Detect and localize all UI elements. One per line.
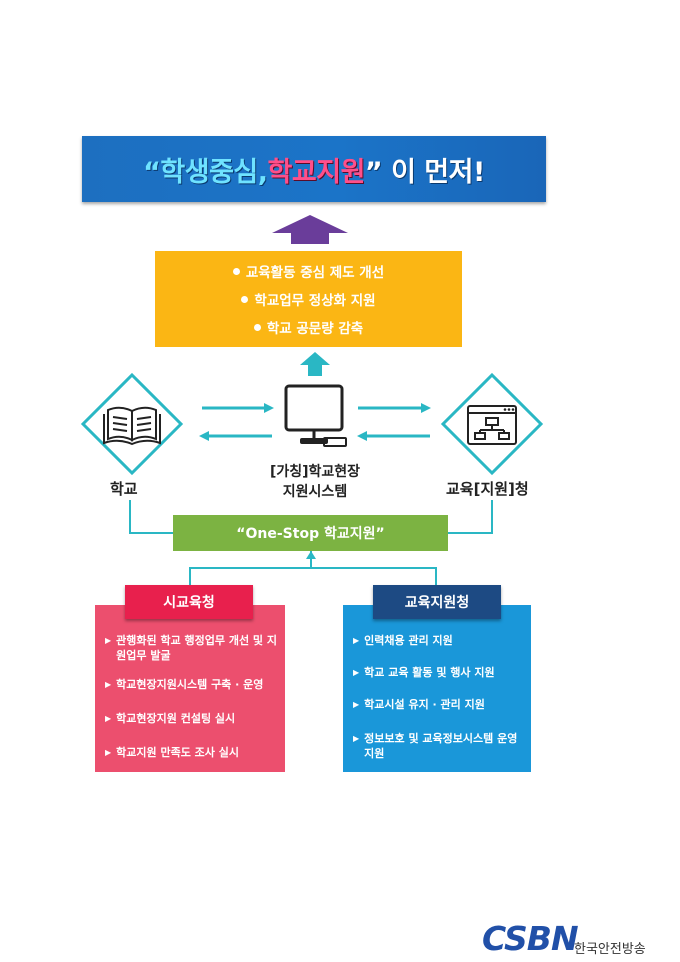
arrow-left-head [357,431,367,441]
triangle-bullet-icon: ▶ [353,668,360,677]
support-panel: ▶ 인력채용 관리 지원 ▶ 학교 교육 활동 및 행사 지원 ▶ 학교시설 유지 ·… [343,605,531,772]
network-diamond-icon [440,372,544,476]
list-item-text: 학교 교육 활동 및 행사 지원 [364,666,495,679]
exchange-arrows-left [199,403,274,441]
broadcaster-logo: CSBN [482,918,579,958]
title-banner: “학생중심, 학교지원” 이 먼저! [82,136,546,202]
bullet-icon [232,267,240,275]
list-item-text: 인력채용 관리 지원 [364,634,453,647]
goal-text: 학교업무 정상화 지원 [254,293,376,309]
list-item: ▶ 정보보호 및 교육정보시스템 운영 지원 [353,731,525,761]
title-part-2: 학교지원 [267,156,366,188]
triangle-bullet-icon: ▶ [105,680,112,689]
arrow-right-head [421,403,431,413]
onestop-bar: “One-Stop 학교지원” [173,515,448,551]
bullet-icon [253,323,261,331]
arrow-right-head [264,403,274,413]
title-part-3: ” 이 먼저! [364,156,485,188]
triangle-bullet-icon: ▶ [105,714,112,723]
system-label: [가칭]학교현장 지원시스템 [250,462,380,502]
list-item: ▶ 학교지원 만족도 조사 실시 [105,745,279,760]
list-item: ▶ 관행화된 학교 행정업무 개선 및 지원업무 발굴 [105,633,279,663]
triangle-bullet-icon: ▶ [353,700,360,709]
support-office-label: 교육[지원]청 [446,480,529,498]
list-item: ▶ 학교현장지원 컨설팅 실시 [105,711,279,726]
triangle-bullet-icon: ▶ [353,734,360,743]
arrow-up-icon [272,215,348,244]
triangle-bullet-icon: ▶ [105,636,112,645]
system-label-line1: [가칭]학교현장 [269,464,361,480]
list-item: ▶ 학교현장지원시스템 구축 · 운영 [105,677,279,692]
school-label: 학교 [110,480,138,498]
list-item: ▶ 학교시설 유지 · 관리 지원 [353,697,525,712]
title-part-1: “학생중심, [143,156,268,188]
office-panel-title: 시교육청 [125,585,253,619]
system-label-line2: 지원시스템 [282,484,348,500]
list-item-text: 학교시설 유지 · 관리 지원 [364,698,485,711]
book-diamond-icon [80,372,184,476]
office-panel: ▶ 관행화된 학교 행정업무 개선 및 지원업무 발굴 ▶ 학교현장지원시스템 구축… [95,605,285,772]
bullet-icon [241,295,249,303]
connector-lines [129,500,493,585]
goal-text: 학교 공문량 감축 [266,321,364,337]
list-item-text: 정보보호 및 교육정보시스템 운영 지원 [364,732,518,760]
broadcaster-name: 한국안전방송 [574,942,646,957]
goal-item: 학교업무 정상화 지원 [241,289,376,309]
list-item-text: 학교현장지원 컨설팅 실시 [116,712,236,725]
arrow-up-teal-icon [300,352,330,376]
list-item: ▶ 학교 교육 활동 및 행사 지원 [353,665,525,680]
list-item-text: 관행화된 학교 행정업무 개선 및 지원업무 발굴 [116,634,277,662]
goals-box: 교육활동 중심 제도 개선 학교업무 정상화 지원 학교 공문량 감축 [155,251,462,347]
logo-text: CSBN [482,918,579,958]
goal-item: 교육활동 중심 제도 개선 [232,261,385,281]
arrow-left-head [199,431,209,441]
exchange-arrows-right [357,403,431,441]
list-item-text: 학교지원 만족도 조사 실시 [116,746,239,759]
list-item-text: 학교현장지원시스템 구축 · 운영 [116,678,264,691]
goal-item: 학교 공문량 감축 [253,317,364,337]
triangle-bullet-icon: ▶ [105,748,112,757]
computer-monitor-icon [284,384,347,447]
support-panel-title: 교육지원청 [373,585,501,619]
goal-text: 교육활동 중심 제도 개선 [245,265,385,281]
list-item: ▶ 인력채용 관리 지원 [353,633,525,648]
triangle-bullet-icon: ▶ [353,636,360,645]
